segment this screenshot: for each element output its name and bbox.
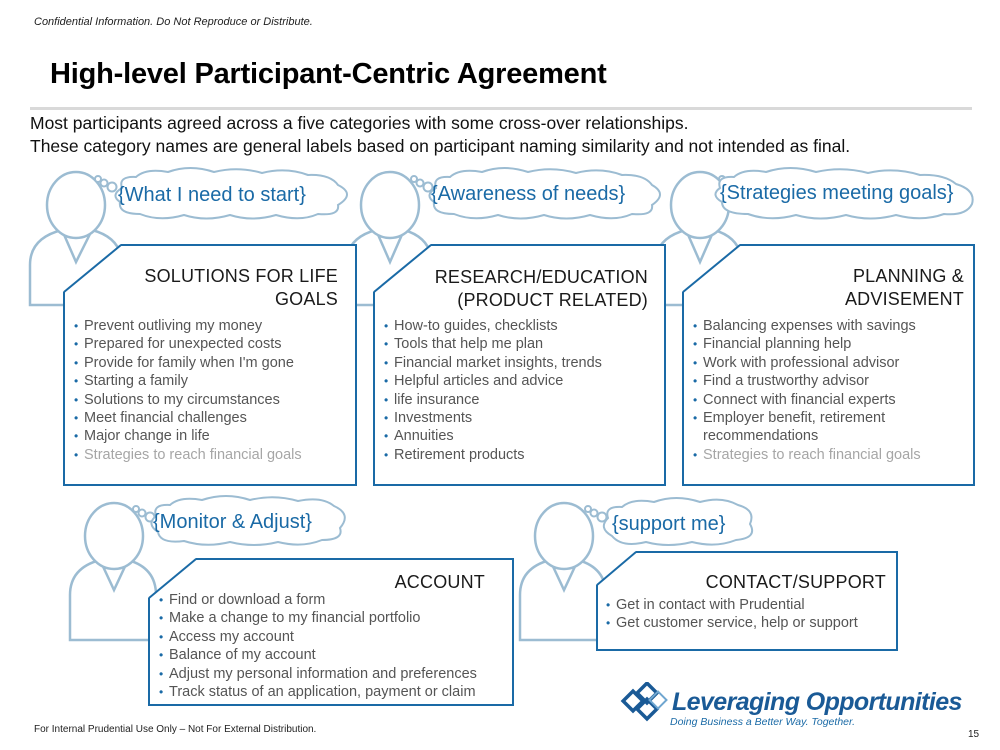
card-title-contact: CONTACT/SUPPORT <box>706 571 886 594</box>
card-title-line: CONTACT/SUPPORT <box>705 572 886 592</box>
thought-bubble-icon <box>584 497 754 546</box>
card-list-planning: Balancing expenses with savings Financia… <box>693 317 963 465</box>
list-item: Make a change to my financial portfolio <box>159 609 477 628</box>
list-item: Get in contact with Prudential <box>606 596 858 615</box>
list-item: Starting a family <box>74 372 302 391</box>
intro-line-1: Most participants agreed across a five c… <box>30 113 689 133</box>
card-corner <box>148 558 197 599</box>
page-number: 15 <box>968 729 980 740</box>
page-title: High-level Participant-Centric Agreement <box>50 58 607 90</box>
card-list-research: How-to guides, checklists Tools that hel… <box>384 317 602 465</box>
person-icon <box>68 501 158 642</box>
thought-bubble-icon <box>714 167 974 220</box>
bubble-text-5: {support me} <box>612 513 726 535</box>
list-item: How-to guides, checklists <box>384 317 602 336</box>
card-corner <box>63 244 122 293</box>
list-item: Investments <box>384 409 602 428</box>
list-item: Tools that help me plan <box>384 335 602 354</box>
thought-bubble-icon <box>410 167 661 220</box>
list-item: Strategies to reach financial goals <box>74 446 302 465</box>
footer-notice: For Internal Prudential Use Only – Not F… <box>34 724 317 735</box>
list-item: Annuities <box>384 427 602 446</box>
card-title-line: ACCOUNT <box>394 572 485 592</box>
thought-bubble-icon <box>132 495 346 546</box>
list-item: Financial planning help <box>693 335 963 354</box>
list-item: Prepared for unexpected costs <box>74 335 302 354</box>
bubble-text-4: {Monitor & Adjust} <box>153 511 312 533</box>
list-item: Access my account <box>159 628 477 647</box>
card-title-line: RESEARCH/EDUCATION <box>434 267 648 287</box>
card-title-research: RESEARCH/EDUCATION (PRODUCT RELATED) <box>435 266 648 312</box>
person-icon <box>518 501 608 642</box>
card-title-account: ACCOUNT <box>395 571 485 594</box>
list-item: Helpful articles and advice <box>384 372 602 391</box>
logo-tagline: Doing Business a Better Way. Together. <box>670 716 856 728</box>
card-list-solutions: Prevent outliving my money Prepared for … <box>74 317 302 465</box>
card-title-line: PLANNING & <box>852 266 964 286</box>
list-item: Adjust my personal information and prefe… <box>159 665 477 684</box>
list-item: Track status of an application, payment … <box>159 683 477 702</box>
card-corner <box>596 551 637 586</box>
bubble-text-2: {Awareness of needs} <box>431 183 626 205</box>
list-item: Meet financial challenges <box>74 409 302 428</box>
card-title-line: ADVISEMENT <box>844 289 964 309</box>
list-item: Balance of my account <box>159 646 477 665</box>
card-title-solutions: SOLUTIONS FOR LIFE GOALS <box>144 265 338 311</box>
list-item: Work with professional advisor <box>693 354 963 373</box>
list-item: Major change in life <box>74 427 302 446</box>
list-item: life insurance <box>384 391 602 410</box>
list-item: Financial market insights, trends <box>384 354 602 373</box>
card-title-line: (PRODUCT RELATED) <box>457 290 648 310</box>
list-item: Employer benefit, retirement recommendat… <box>693 409 963 446</box>
list-item: Retirement products <box>384 446 602 465</box>
card-list-contact: Get in contact with Prudential Get custo… <box>606 596 858 633</box>
list-item: Connect with financial experts <box>693 391 963 410</box>
list-item: Balancing expenses with savings <box>693 317 963 336</box>
list-item: Find a trustworthy advisor <box>693 372 963 391</box>
card-title-planning: PLANNING & ADVISEMENT <box>845 265 964 311</box>
list-item: Find or download a form <box>159 591 477 610</box>
title-divider <box>30 107 972 110</box>
list-item: Solutions to my circumstances <box>74 391 302 410</box>
list-item: Strategies to reach financial goals <box>693 446 963 465</box>
card-corner <box>682 244 741 293</box>
card-corner <box>373 244 432 293</box>
confidential-notice: Confidential Information. Do Not Reprodu… <box>34 16 313 28</box>
card-title-line: GOALS <box>274 289 338 309</box>
list-item: Prevent outliving my money <box>74 317 302 336</box>
card-list-account: Find or download a form Make a change to… <box>159 591 477 702</box>
logo-mark-icon <box>620 682 668 722</box>
thought-bubble-icon <box>94 167 348 220</box>
logo-name: Leveraging Opportunities <box>672 688 962 716</box>
list-item: Provide for family when I'm gone <box>74 354 302 373</box>
list-item: Get customer service, help or support <box>606 614 858 633</box>
bubble-text-1: {What I need to start} <box>118 184 306 206</box>
card-title-line: SOLUTIONS FOR LIFE <box>144 266 338 286</box>
bubble-text-3: {Strategies meeting goals} <box>720 182 954 204</box>
intro-line-2: These category names are general labels … <box>30 136 851 156</box>
